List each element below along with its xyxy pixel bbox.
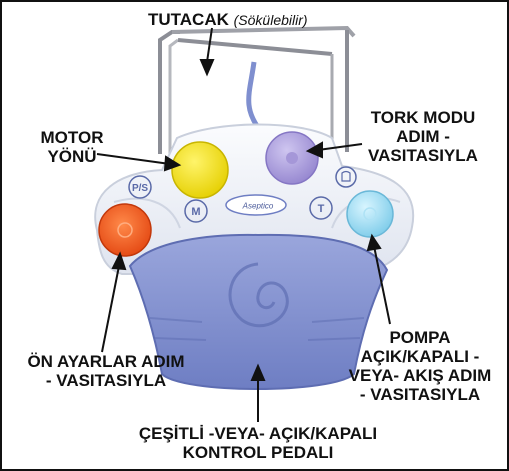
handle-note: (Sökülebilir) <box>234 12 308 28</box>
svg-text:P/S: P/S <box>132 183 148 194</box>
pedal-label: ÇEŞİTLİ -VEYA- AÇIK/KAPALI KONTROL PEDAL… <box>98 424 418 462</box>
presets-label: ÖN AYARLAR ADIM - VASITASIYLA <box>10 352 202 390</box>
torque-mode-label: TORK MODU ADIM - VASITASIYLA <box>358 108 488 165</box>
presets-button[interactable] <box>99 204 151 256</box>
pump-label: POMPA AÇIK/KAPALI - VEYA- AKIŞ ADIM - VA… <box>336 328 504 404</box>
torque-mode-button[interactable] <box>266 132 318 184</box>
motor-direction-label: MOTOR YÖNÜ <box>30 128 114 166</box>
svg-text:Aseptico: Aseptico <box>242 202 274 211</box>
svg-text:M: M <box>191 206 200 218</box>
motor-direction-button[interactable] <box>172 142 228 198</box>
pump-button[interactable] <box>347 191 393 237</box>
handle-label: TUTACAK (Sökülebilir) <box>148 10 308 30</box>
aseptico-logo: Aseptico <box>226 195 286 215</box>
svg-text:T: T <box>318 203 325 215</box>
